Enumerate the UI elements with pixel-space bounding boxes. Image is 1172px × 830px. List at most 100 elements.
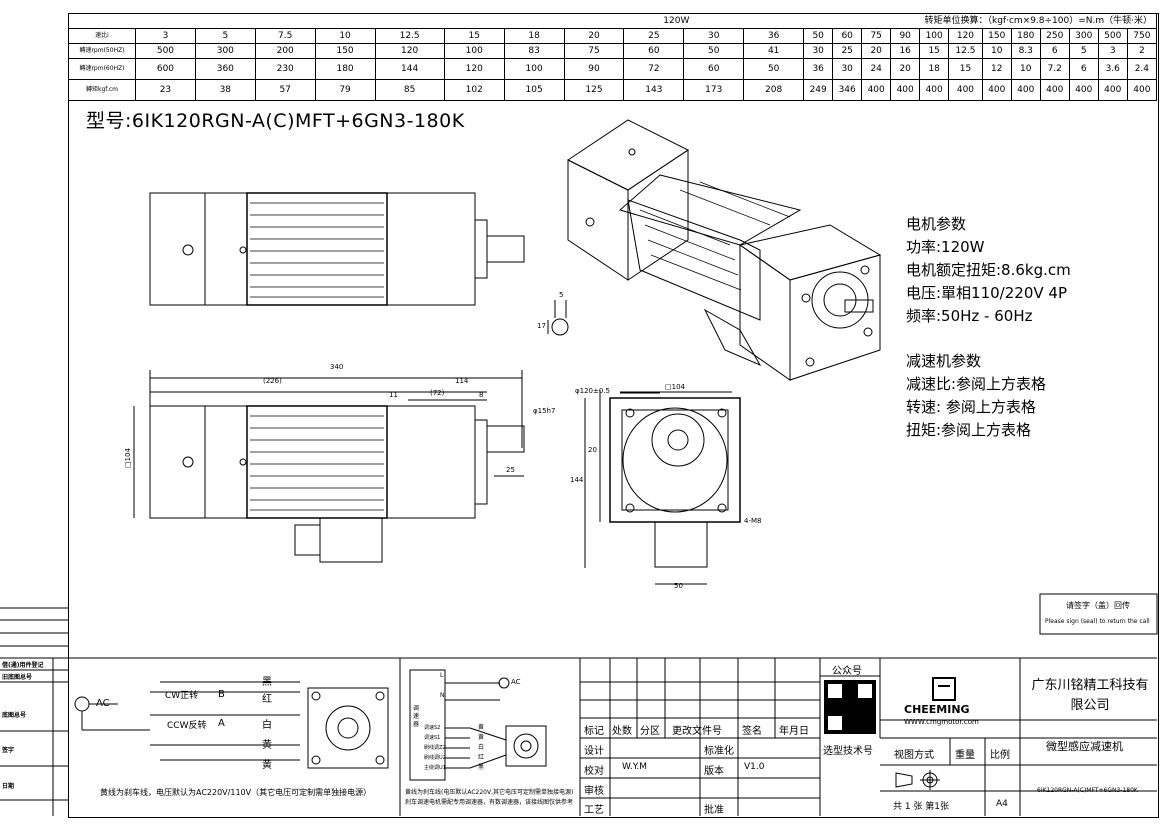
reducer-params-heading: 减速机参数 (906, 352, 982, 370)
spec-cell: 102 (443, 79, 505, 101)
tb-model-small: 6IK120RGN-A(C)MFT+6GN3-180K (1037, 787, 1138, 794)
wiring-mid (409, 669, 547, 781)
tb-scale: 比例 (990, 750, 1010, 761)
left-label: 旧底图总号 (2, 674, 33, 681)
spec-cell: 400 (919, 79, 950, 101)
key-section (547, 300, 569, 336)
tb-product: 微型感应减速机 (1046, 740, 1123, 753)
tb-date: 年月日 (779, 726, 809, 737)
tb-sign-note-1: 请签字（盖）回传 (1066, 601, 1130, 610)
dim-11: 11 (389, 391, 398, 399)
tb-doc: 更改文件号 (672, 726, 722, 737)
mid-pin: 刷线调U2 (424, 755, 446, 761)
motor-frequency: 频率:50Hz - 60Hz (906, 307, 1033, 325)
mid-n-label: N (440, 692, 445, 699)
spec-cell: 400 (1010, 79, 1041, 101)
tb-zone: 分区 (640, 726, 660, 737)
mid-color: 黑 (478, 764, 485, 771)
tb-brand: CHEEMING (904, 703, 970, 716)
side-view-dimensioned (133, 370, 525, 563)
spec-cell: 38 (194, 79, 256, 101)
tb-sheets: 共 1 张 第1张 (893, 802, 950, 812)
dim-25: 25 (506, 466, 515, 474)
tb-weight: 重量 (955, 750, 975, 761)
wire-color: 红 (262, 694, 272, 705)
wire-color: 黄 (262, 740, 272, 751)
spec-cell: 400 (1097, 79, 1128, 101)
mid-pin: 调速S1 (424, 735, 441, 741)
motor-params: 电机参数 功率:120W 电机额定扭矩:8.6kg.cm 电压:單相110/22… (906, 213, 1071, 442)
reducer-torque: 扭矩:参阅上方表格 (906, 421, 1032, 439)
dim-50: 50 (674, 582, 683, 590)
mid-pin: 调速S2 (424, 725, 441, 731)
mid-pin: 刷线调Z2 (424, 745, 446, 751)
spec-cell: 208 (743, 79, 805, 101)
tb-sign: 签名 (742, 726, 762, 737)
spec-label: 轉矩kgf.cm (68, 79, 136, 101)
tb-size: A4 (996, 799, 1008, 809)
spec-cell: 360 (194, 58, 256, 80)
mid-pin: 主绕调U1 (424, 765, 446, 771)
title-block-grid (580, 593, 1158, 816)
tb-site: WWW.cmgmotor.com (904, 718, 979, 726)
tb-process: 工艺 (584, 805, 604, 816)
dim-144: 144 (570, 476, 584, 484)
dim-8: 8 (479, 391, 484, 399)
front-view (584, 390, 741, 585)
spec-cell: 100 (919, 28, 950, 44)
dim-72: (72) (430, 389, 445, 397)
tb-approve: 批准 (704, 805, 724, 816)
tb-public: 公众号 (832, 666, 862, 677)
motor-voltage: 电压:單相110/220V 4P (906, 284, 1067, 302)
motor-power: 功率:120W (906, 238, 985, 256)
spec-cell: 23 (135, 79, 196, 101)
wire-color: 黄 (262, 760, 272, 771)
tb-standard: 标准化 (704, 746, 734, 757)
left-label: 底图总号 (2, 712, 27, 719)
controller-box-label: 调速器 (413, 705, 420, 728)
tb-select: 选型技术号 (823, 746, 873, 757)
wiring-note: 黄线为刹车线，电压默认为AC220V/110V（其它电压可定制需单独接电源） (100, 788, 372, 797)
left-label: 借(通)用件登记 (2, 662, 44, 669)
spec-cell: 173 (683, 79, 745, 101)
tb-count: 处数 (612, 726, 632, 737)
dim-sq104: □104 (123, 448, 132, 468)
mid-l-label: L (440, 672, 444, 679)
tb-checker: W.Y.M (622, 762, 648, 772)
projection-symbol (895, 770, 940, 790)
motor-torque: 电机额定扭矩:8.6kg.cm (906, 261, 1071, 279)
dim-key5: 5 (559, 291, 564, 299)
mid-ac-label: AC (511, 678, 521, 686)
left-label: 日期 (2, 783, 15, 790)
mid-color: 红 (478, 754, 485, 761)
dim-20: 20 (588, 446, 597, 454)
spec-cell: 400 (1039, 79, 1070, 101)
mid-note-2: 刹车调速电机需配专用调速器，有数调速器，该接线图仅供参考 (405, 799, 574, 806)
wiring-a-label: A (218, 718, 225, 729)
dim-sq104b: □104 (665, 383, 685, 391)
tb-view: 视图方式 (894, 750, 934, 761)
wiring-cw-label: CW正转 (165, 691, 199, 701)
model-title: 型号:6IK120RGN-A(C)MFT+6GN3-180K (86, 110, 465, 132)
tb-version: 版本 (704, 766, 724, 777)
reducer-speed: 转速: 参阅上方表格 (906, 398, 1036, 416)
isometric-motor (567, 119, 882, 381)
mid-color: 白 (478, 744, 485, 751)
spec-cell: 85 (374, 79, 445, 101)
dim-15: φ15h7 (533, 407, 556, 415)
dim-114: 114 (455, 377, 469, 385)
mid-note-1: 黄线为刹车线(电压默认AC220V,其它电压可定制需单独接电源) (405, 789, 574, 796)
motor-params-heading: 电机参数 (906, 215, 967, 233)
left-label: 签字 (2, 747, 15, 754)
wiring-b-label: B (218, 689, 225, 700)
dim-m8: 4-M8 (744, 517, 762, 525)
spec-cell: 400 (1126, 79, 1158, 101)
dim-key17: 17 (537, 322, 546, 330)
tb-company: 广东川铭精工科技有限公司 (1031, 678, 1149, 713)
mid-color: 黄 (478, 724, 485, 731)
